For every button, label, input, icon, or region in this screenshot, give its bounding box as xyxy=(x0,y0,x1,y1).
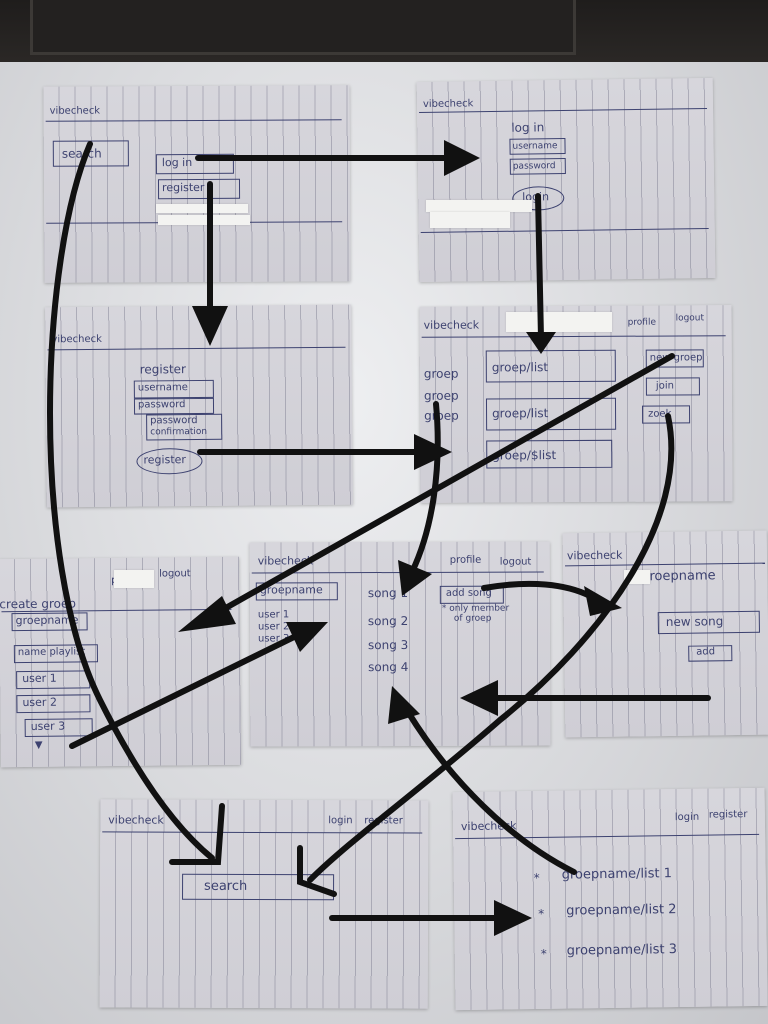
search-corner-mark xyxy=(169,803,225,865)
arrowhead xyxy=(494,900,532,936)
arrowhead xyxy=(414,434,452,470)
arrowhead xyxy=(192,306,228,346)
arrowhead xyxy=(178,596,236,632)
arrowhead xyxy=(460,680,498,716)
arrowhead xyxy=(286,622,328,652)
arrowhead xyxy=(526,332,556,354)
arrow-results-to-playlist xyxy=(405,709,577,875)
door-frame xyxy=(30,0,576,55)
search-corner-mark xyxy=(297,845,337,897)
arrowhead xyxy=(398,560,432,596)
tape xyxy=(426,200,532,212)
arrow-dashboard-to-create-group xyxy=(205,353,675,621)
arrow-group-to-playlist xyxy=(409,401,441,575)
arrow-create-group-to-playlist xyxy=(69,633,299,749)
arrowhead xyxy=(388,686,420,724)
arrow-login-form-to-dashboard xyxy=(535,193,544,341)
arrowhead xyxy=(584,586,622,616)
arrow-zoek-to-search xyxy=(307,413,675,883)
arrow-search-left xyxy=(47,141,215,861)
tape xyxy=(506,312,612,332)
tape xyxy=(114,570,154,588)
arrow-playlist-to-add-song xyxy=(481,580,593,599)
tape xyxy=(158,215,250,225)
tape xyxy=(156,204,248,213)
tape xyxy=(430,212,510,228)
arrowhead xyxy=(444,140,480,176)
